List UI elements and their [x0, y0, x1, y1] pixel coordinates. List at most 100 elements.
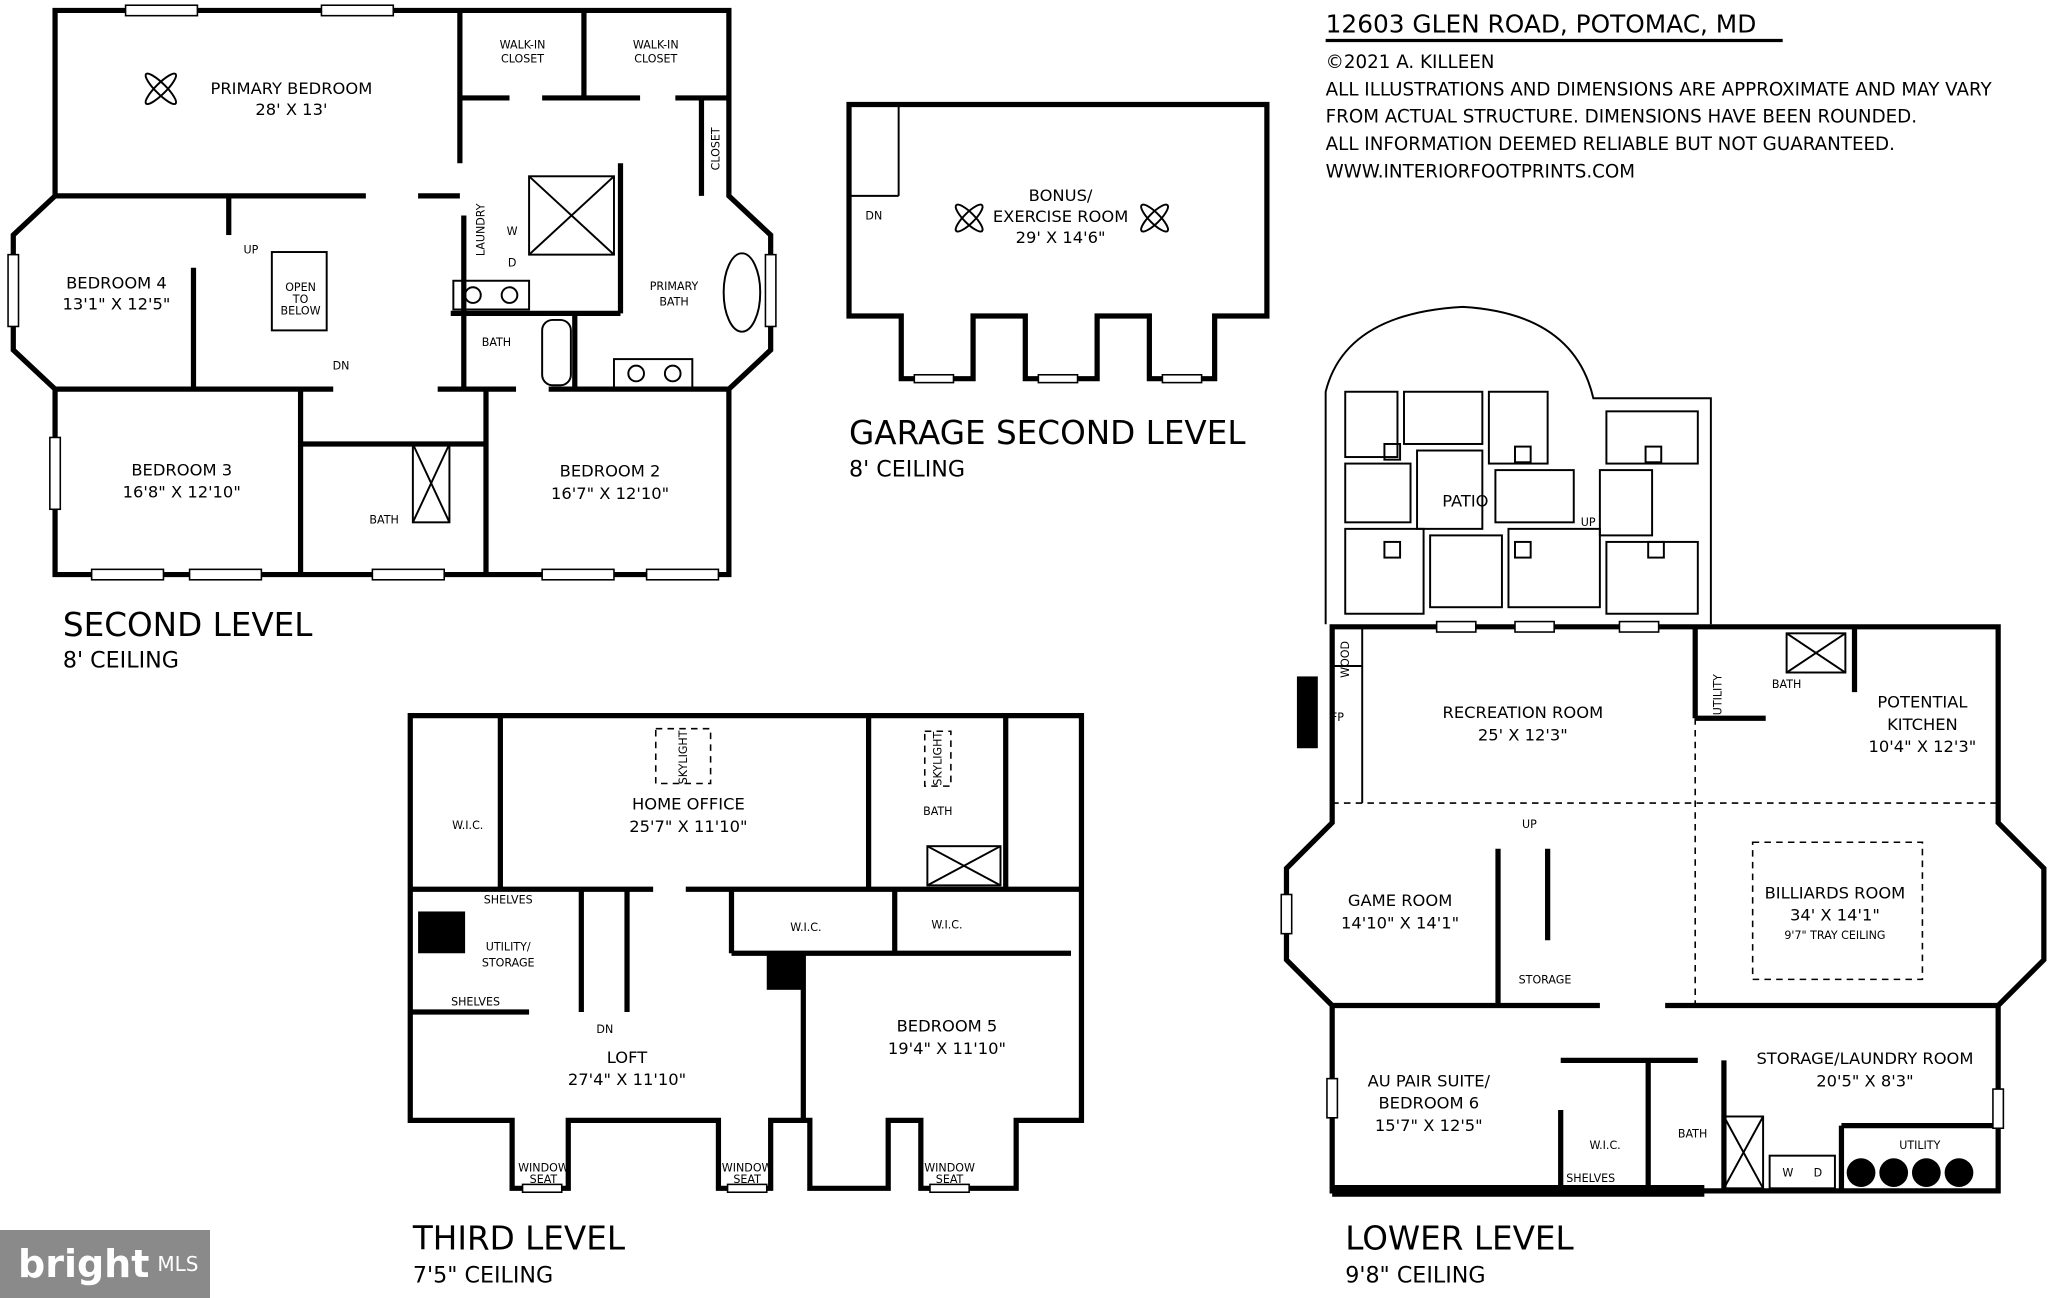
room-wic-1: W.I.C. [452, 819, 483, 832]
room-bedroom-4: BEDROOM 4 [66, 274, 167, 293]
room-recreation: RECREATION ROOM [1443, 703, 1604, 722]
room-billiards-note: 9'7" TRAY CEILING [1784, 929, 1885, 942]
window-seat-3-line2: SEAT [936, 1173, 964, 1186]
open-to-below-2: TO [292, 293, 309, 306]
stair-up-label: UP [244, 243, 259, 256]
fireplace-label: FP [1331, 711, 1344, 724]
room-au-pair: AU PAIR SUITE/ [1368, 1071, 1491, 1090]
window-seat-2: WINDOW [722, 1161, 773, 1174]
room-bath-lower: BATH [1678, 1127, 1707, 1140]
room-bath: BATH [923, 805, 952, 818]
third-level-plan: W.I.C. HOME OFFICE 25'7" X 11'10" SKYLIG… [407, 712, 1085, 1288]
room-wic: W.I.C. [1589, 1139, 1620, 1152]
room-primary-bath-line2: BATH [659, 296, 688, 309]
room-walk-in-closet-1-line2: CLOSET [501, 53, 544, 66]
room-loft: LOFT [607, 1048, 648, 1067]
room-billiards: BILLIARDS ROOM [1765, 883, 1906, 902]
room-potential-kitchen: POTENTIAL [1877, 693, 1967, 712]
level-title-second: SECOND LEVEL [63, 606, 313, 644]
room-bonus-size: 29' X 14'6" [1016, 228, 1106, 247]
room-wic-3: W.I.C. [931, 918, 962, 931]
room-loft-size: 27'4" X 11'10" [568, 1070, 686, 1089]
room-home-office: HOME OFFICE [632, 795, 745, 814]
room-bedroom-5: BEDROOM 5 [897, 1017, 998, 1036]
ceiling-fan-icon [954, 203, 984, 233]
room-primary-bath: PRIMARY [650, 280, 699, 293]
level-ceiling-lower: 9'8" CEILING [1345, 1262, 1485, 1288]
room-utility-small: UTILITY [1711, 674, 1724, 715]
stair-up-label: UP [1522, 818, 1537, 831]
utility-tanks [1846, 1158, 1974, 1188]
room-wic-2: W.I.C. [790, 921, 821, 934]
stair-down-label: DN [865, 209, 882, 222]
room-bonus-line2: EXERCISE ROOM [993, 207, 1128, 226]
level-ceiling-third: 7'5" CEILING [413, 1262, 553, 1288]
window-seat-1-line2: SEAT [530, 1173, 558, 1186]
room-primary-bedroom-size: 28' X 13' [255, 100, 327, 119]
room-closet: CLOSET [710, 127, 723, 170]
room-primary-bedroom: PRIMARY BEDROOM [211, 79, 373, 98]
room-utility: UTILITY [1899, 1139, 1940, 1152]
room-bedroom-3-size: 16'8" X 12'10" [123, 483, 241, 502]
shelves-label: SHELVES [1566, 1172, 1615, 1185]
patio-stones [1344, 390, 1699, 615]
room-recreation-size: 25' X 12'3" [1478, 725, 1568, 744]
disclaimer-line-2: FROM ACTUAL STRUCTURE. DIMENSIONS HAVE B… [1326, 107, 1917, 128]
room-utility-storage-line2: STORAGE [482, 956, 535, 969]
room-walk-in-closet-1: WALK-IN [500, 38, 546, 51]
room-laundry: LAUNDRY [475, 203, 488, 256]
shelves-label-1: SHELVES [484, 894, 533, 907]
shelves-label-2: SHELVES [451, 995, 500, 1008]
patio-up-label: UP [1581, 516, 1596, 529]
skylight-label-1: SKYLIGHT [677, 730, 690, 784]
copyright: ©2021 A. KILLEEN [1326, 52, 1495, 73]
open-to-below-1: OPEN [285, 281, 316, 294]
room-utility-storage: UTILITY/ [486, 941, 531, 954]
open-to-below-3: BELOW [281, 305, 321, 318]
room-bonus: BONUS/ [1029, 186, 1093, 205]
dryer-label: D [1814, 1167, 1823, 1180]
washer-label: W [507, 225, 518, 238]
level-ceiling-garage: 8' CEILING [849, 457, 965, 483]
disclaimer-line-3: ALL INFORMATION DEEMED RELIABLE BUT NOT … [1326, 134, 1895, 155]
room-bath-upper: BATH [1772, 678, 1801, 691]
room-bath-jack: BATH [369, 514, 398, 527]
disclaimer-line-1: ALL ILLUSTRATIONS AND DIMENSIONS ARE APP… [1326, 79, 1993, 100]
stair-down-label: DN [333, 360, 350, 373]
ceiling-fan-icon [1140, 203, 1170, 233]
area-patio: PATIO [1442, 492, 1488, 511]
room-bedroom-3: BEDROOM 3 [131, 460, 232, 479]
skylight-label-2: SKYLIGHT [932, 732, 945, 786]
garage-second-level-plan: BONUS/ EXERCISE ROOM 29' X 14'6" DN GARA… [846, 101, 1270, 483]
address: 12603 GLEN ROAD, POTOMAC, MD [1326, 10, 1757, 39]
room-bath-hall: BATH [482, 336, 511, 349]
room-bedroom-2: BEDROOM 2 [560, 462, 661, 481]
level-title-lower: LOWER LEVEL [1345, 1220, 1574, 1258]
level-ceiling-second: 8' CEILING [63, 647, 179, 673]
level-title-third: THIRD LEVEL [412, 1220, 625, 1258]
room-walk-in-closet-2-line2: CLOSET [634, 53, 677, 66]
room-game: GAME ROOM [1348, 891, 1452, 910]
window-seat-1: WINDOW [518, 1161, 569, 1174]
lower-level-plan: PATIO UP WOOD FP RECREATION ROOM 25' X 1… [1280, 305, 2047, 1288]
room-storage: STORAGE [1519, 973, 1572, 986]
room-au-pair-line2: BEDROOM 6 [1378, 1094, 1479, 1113]
dryer-label: D [508, 256, 517, 269]
room-bedroom-2-size: 16'7" X 12'10" [551, 484, 669, 503]
level-title-garage: GARAGE SECOND LEVEL [849, 414, 1246, 452]
room-game-size: 14'10" X 14'1" [1341, 913, 1459, 932]
room-storage-laundry-size: 20'5" X 8'3" [1816, 1071, 1913, 1090]
second-level-plan: PRIMARY BEDROOM 28' X 13' WALK-IN CLOSET… [7, 4, 777, 673]
wood-storage-label: WOOD [1339, 641, 1352, 678]
room-potential-kitchen-size: 10'4" X 12'3" [1869, 737, 1977, 756]
room-storage-laundry: STORAGE/LAUNDRY ROOM [1756, 1049, 1973, 1068]
bright-mls-watermark: bright MLS [0, 1230, 210, 1298]
washer-label: W [1782, 1167, 1793, 1180]
watermark-brand: bright [18, 1242, 150, 1286]
room-bedroom-5-size: 19'4" X 11'10" [888, 1039, 1006, 1058]
watermark-suffix: MLS [157, 1252, 199, 1276]
ceiling-fan-icon [144, 72, 178, 106]
header-block: 12603 GLEN ROAD, POTOMAC, MD ©2021 A. KI… [1326, 10, 1993, 183]
window-seat-3: WINDOW [924, 1161, 975, 1174]
